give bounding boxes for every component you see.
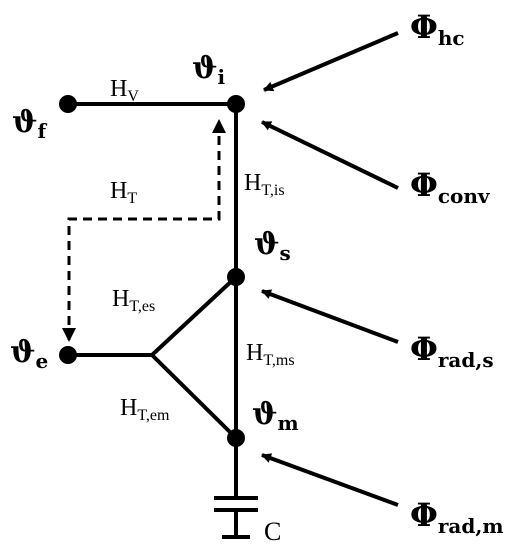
label-h-t-em: HT,em bbox=[120, 395, 170, 424]
label-phi-conv: Φconv bbox=[410, 166, 491, 208]
label-h-t-es: HT,es bbox=[112, 286, 155, 315]
label-theta-f: ϑf bbox=[12, 105, 47, 143]
label-theta-m: ϑm bbox=[252, 397, 299, 435]
node-theta-f bbox=[59, 95, 77, 113]
node-theta-s bbox=[227, 268, 245, 286]
dashed-arrowhead-up bbox=[212, 119, 226, 133]
node-theta-m bbox=[227, 429, 245, 447]
dashed-ht-loop bbox=[67, 133, 221, 340]
wire-junction-to-s bbox=[150, 275, 238, 357]
node-theta-e bbox=[59, 346, 77, 364]
arrow-phi-hc bbox=[263, 31, 399, 92]
label-h-t-ms: HT,ms bbox=[246, 340, 295, 369]
label-h-t-is: HT,is bbox=[244, 170, 285, 199]
label-capacitance: C bbox=[264, 517, 281, 546]
label-theta-i: ϑi bbox=[192, 51, 225, 89]
dashed-arrowhead-down bbox=[62, 328, 76, 342]
label-phi-hc: Φhc bbox=[410, 8, 465, 50]
arrow-phi-rad-m bbox=[261, 453, 399, 507]
node-theta-i bbox=[227, 95, 245, 113]
label-phi-rad-s: Φrad,s bbox=[410, 330, 494, 372]
label-h-t: HT bbox=[110, 178, 137, 207]
label-theta-e: ϑe bbox=[10, 335, 48, 373]
label-theta-s: ϑs bbox=[254, 227, 291, 265]
arrow-phi-conv bbox=[261, 120, 399, 190]
arrow-phi-rad-s bbox=[261, 289, 399, 344]
wire-junction-to-m bbox=[150, 353, 238, 440]
label-phi-rad-m: Φrad,m bbox=[410, 496, 503, 538]
label-h-v: HV bbox=[110, 76, 139, 105]
